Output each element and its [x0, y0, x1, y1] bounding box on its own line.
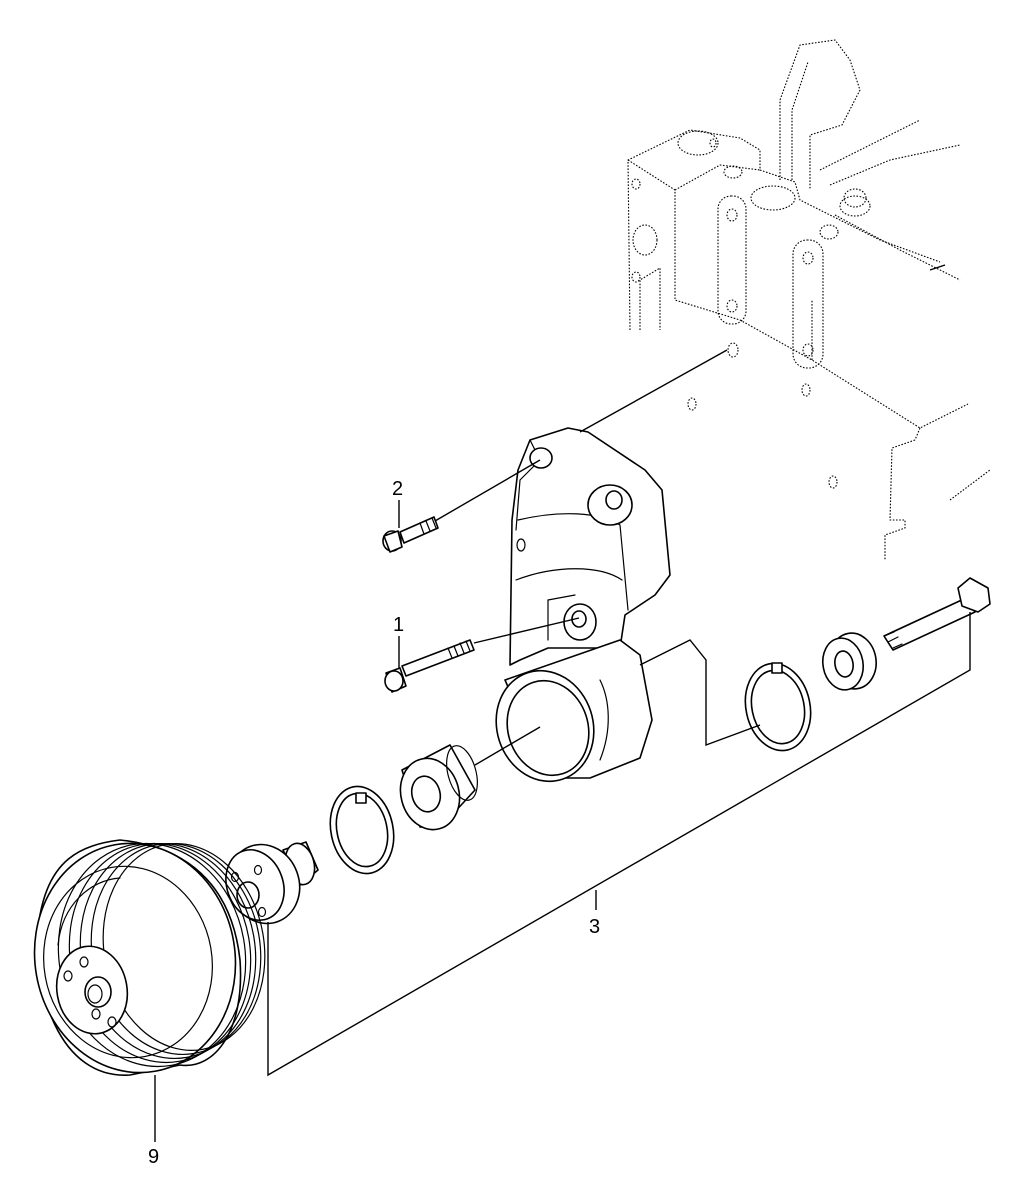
hub-flange: [225, 841, 319, 925]
engine-block: [627, 39, 991, 560]
thrust-washer: [821, 632, 877, 691]
bolt-2: [382, 516, 439, 553]
circlip-rear: [744, 662, 812, 752]
callout-leaders: [154, 500, 400, 1142]
spacer-sleeve: [399, 744, 478, 831]
callout-label-2: 2: [392, 478, 403, 500]
callout-label-3: 3: [589, 916, 600, 938]
assembly-lines: [267, 264, 971, 1077]
long-bolt: [883, 577, 991, 651]
callout-label-9: 9: [148, 1146, 159, 1168]
bolt-1: [384, 639, 475, 693]
circlip-front: [329, 785, 395, 875]
tensioner-bracket: [495, 427, 671, 783]
callout-label-1: 1: [393, 614, 404, 636]
pulley: [33, 839, 266, 1076]
